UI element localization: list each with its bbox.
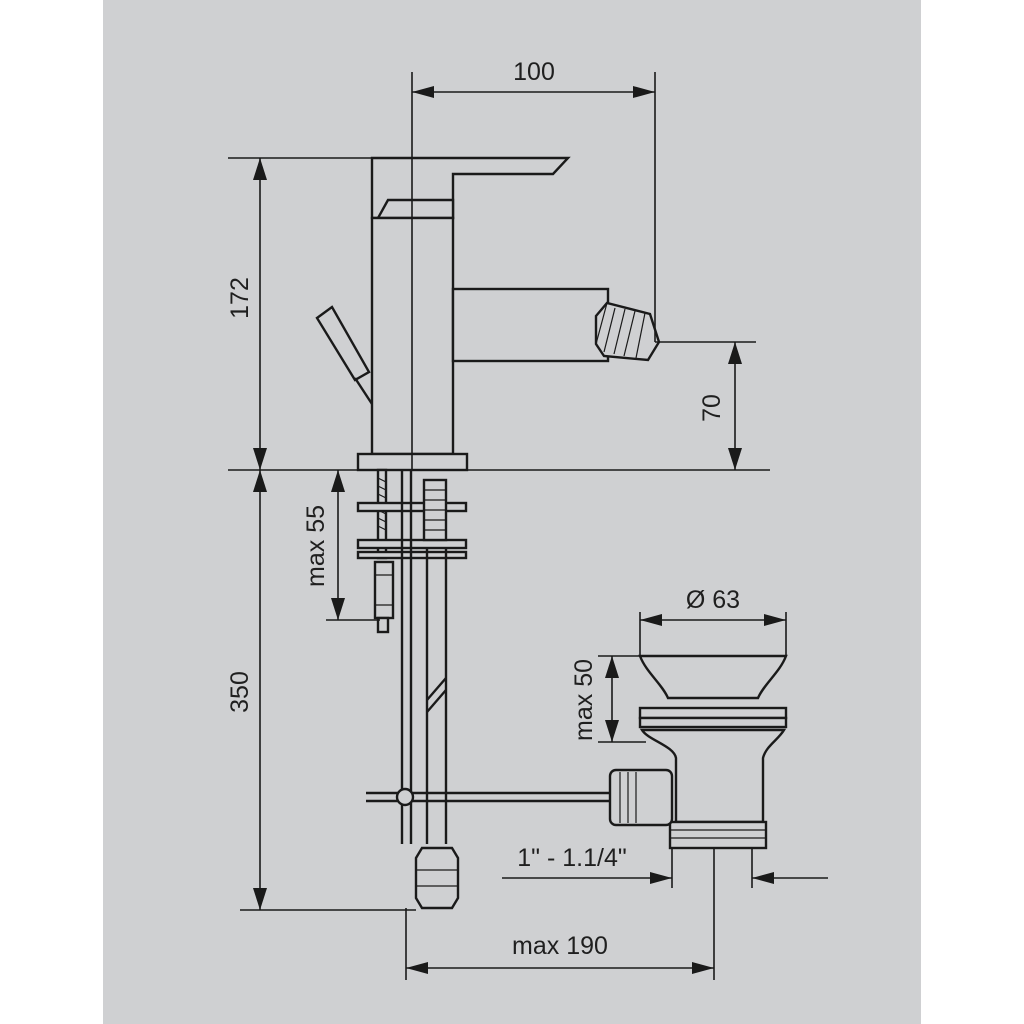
aerator: [594, 301, 661, 362]
dimension-lines: [228, 72, 828, 980]
pop-up-rod: [315, 305, 371, 382]
label-max55: max 55: [302, 505, 330, 587]
label-thread: 1" - 1.1/4": [517, 844, 626, 872]
label-70: 70: [698, 394, 726, 422]
label-max50: max 50: [570, 659, 598, 741]
linkage-rod: [366, 787, 612, 807]
label-d63: Ø 63: [686, 586, 740, 614]
handle-wedge: [375, 198, 455, 220]
waste-drain: [608, 654, 788, 850]
spout: [451, 287, 610, 363]
diagram-panel: [103, 0, 921, 1024]
label-100: 100: [513, 58, 555, 86]
label-max190: max 190: [512, 932, 608, 960]
hose-nut: [414, 846, 460, 910]
faucet-body: [315, 156, 661, 472]
label-350: 350: [226, 671, 254, 713]
supply-hoses: [400, 470, 460, 910]
label-172: 172: [226, 277, 254, 319]
